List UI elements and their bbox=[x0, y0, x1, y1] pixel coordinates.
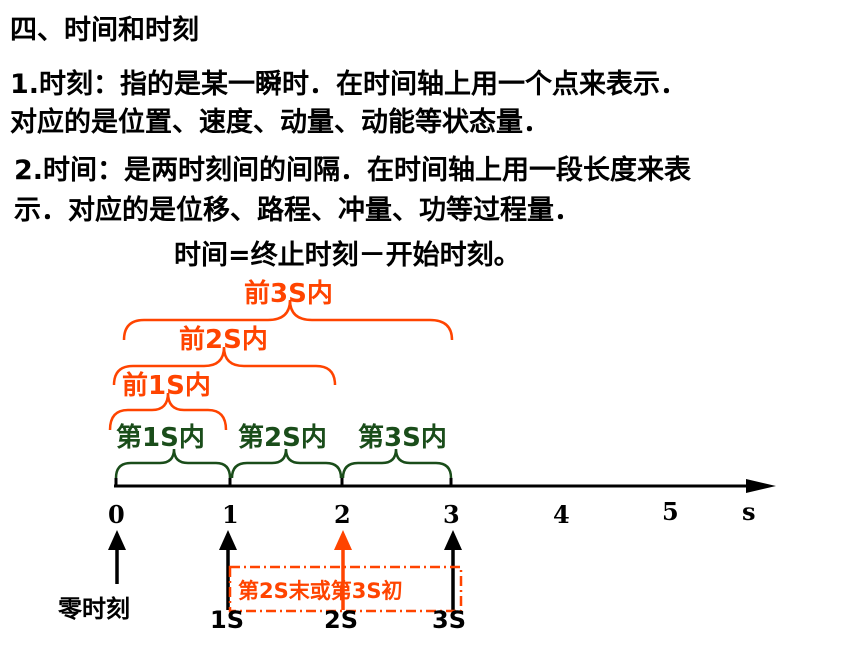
zero-time-label: 零时刻 bbox=[57, 595, 130, 623]
label-1s: 1S bbox=[210, 606, 244, 634]
tick-label-1: 1 bbox=[222, 500, 239, 529]
brace-3rd-second bbox=[341, 448, 453, 479]
tick-label-3: 3 bbox=[443, 500, 460, 529]
brace-first-3s bbox=[122, 299, 454, 341]
arrow-zero-time bbox=[108, 530, 126, 584]
tick-label-0: 0 bbox=[108, 500, 125, 529]
tick-label-2: 2 bbox=[334, 500, 351, 529]
arrow-1s bbox=[219, 530, 237, 610]
moment-definition-line1: 1.时刻：指的是某一瞬时．在时间轴上用一个点来表示． bbox=[10, 69, 688, 100]
moment-definition-line2: 对应的是位置、速度、动量、动能等状态量． bbox=[10, 107, 550, 138]
brace-label-first-3s: 前3S内 bbox=[244, 278, 333, 309]
interval-definition-line2: 示．对应的是位移、路程、冲量、功等过程量． bbox=[14, 195, 581, 226]
brace-label-first-2s: 前2S内 bbox=[179, 324, 268, 355]
end-of-2s-box bbox=[228, 565, 463, 613]
end-of-2s-label: 第2S末或第3S初 bbox=[238, 579, 402, 603]
interval-definition-line1: 2.时间：是两时刻间的间隔．在时间轴上用一段长度来表 bbox=[14, 155, 692, 186]
arrow-2s bbox=[334, 530, 352, 610]
brace-first-2s bbox=[112, 346, 337, 386]
brace-label-first-1s: 前1S内 bbox=[122, 370, 211, 401]
page-title: 四、时间和时刻 bbox=[10, 15, 199, 46]
label-2s: 2S bbox=[324, 606, 358, 634]
tick-label-5: 5 bbox=[662, 497, 679, 526]
tick-label-4: 4 bbox=[553, 500, 570, 529]
brace-label-1st-second: 第1S内 bbox=[116, 422, 205, 453]
time-formula: 时间=终止时刻－开始时刻。 bbox=[174, 240, 521, 271]
axis-arrowhead bbox=[746, 479, 776, 493]
tick-label-unit: s bbox=[742, 497, 756, 526]
brace-1st-second bbox=[114, 448, 232, 479]
brace-label-3rd-second: 第3S内 bbox=[358, 422, 447, 453]
label-3s: 3S bbox=[432, 606, 466, 634]
brace-first-1s bbox=[108, 392, 228, 431]
arrow-3s bbox=[444, 530, 462, 610]
brace-label-2nd-second: 第2S内 bbox=[238, 422, 327, 453]
brace-2nd-second bbox=[230, 448, 343, 479]
